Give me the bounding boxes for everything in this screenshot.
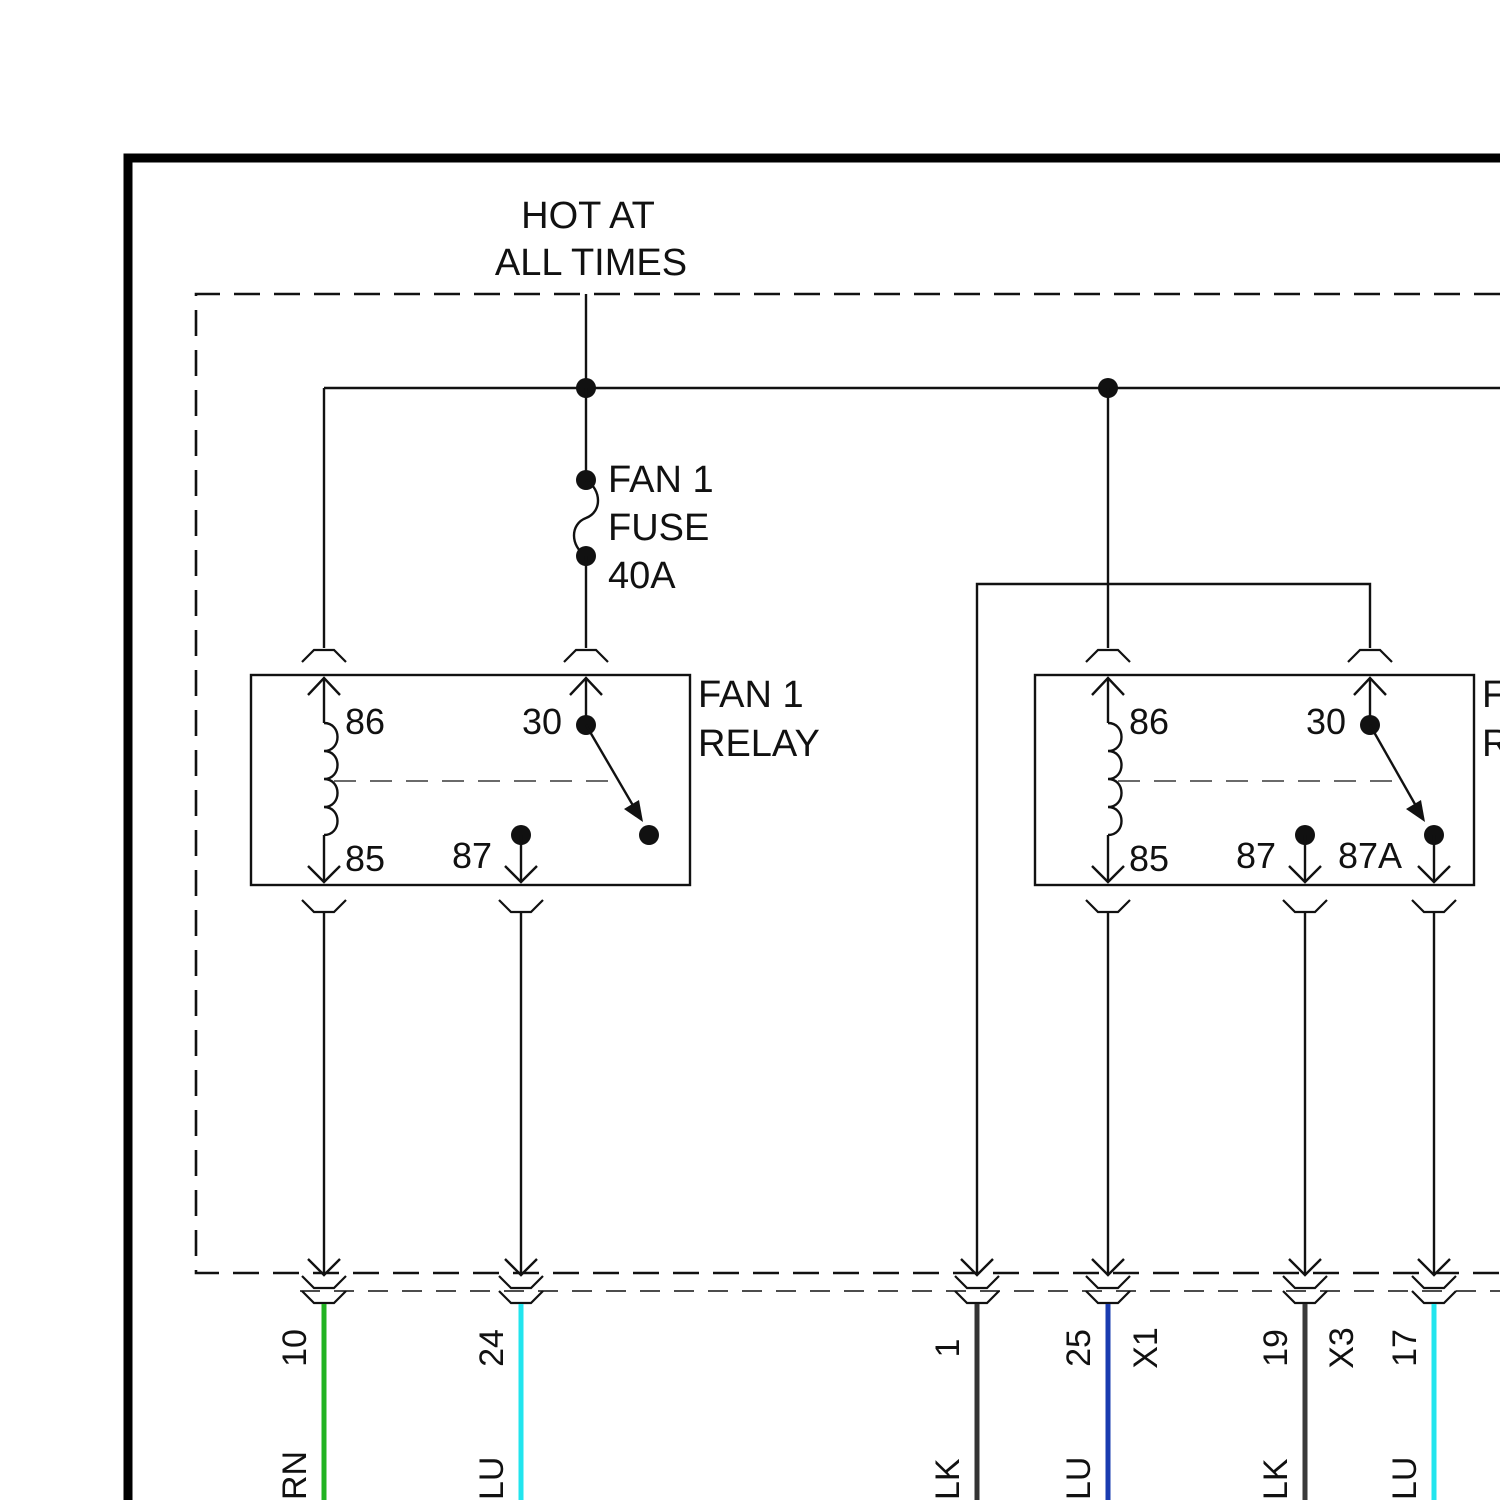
relay2-pin-30: 30 xyxy=(1306,701,1346,742)
relay2-pin-86: 86 xyxy=(1129,701,1169,742)
outer-frame xyxy=(128,158,1500,1500)
connector-x1-label: X1 xyxy=(1127,1327,1165,1369)
connector-x3-label: X3 xyxy=(1323,1327,1361,1369)
terminal-connector xyxy=(955,1276,999,1288)
relay1-pin-86: 86 xyxy=(345,701,385,742)
wire-pin-number: 1 xyxy=(929,1339,967,1358)
wire-pin-number: 19 xyxy=(1257,1329,1295,1367)
relay2-87-connector xyxy=(1283,900,1327,912)
harness-connector xyxy=(302,1291,346,1303)
relay1-87-connector xyxy=(499,900,543,912)
relay1-87-contact xyxy=(639,825,659,845)
fan2-relay-label-line1: F xyxy=(1482,674,1500,716)
wire-pin-number: 24 xyxy=(473,1329,511,1367)
terminal-connector xyxy=(302,1276,346,1288)
harness-connector xyxy=(1412,1291,1456,1303)
relay2-pin-87: 87 xyxy=(1236,835,1276,876)
wire-color-code: LU xyxy=(1386,1457,1424,1500)
relay2-pin-87a: 87A xyxy=(1338,835,1402,876)
relay1-86-connector xyxy=(302,650,346,662)
harness-connector xyxy=(1283,1291,1327,1303)
fuse-label-line3: 40A xyxy=(608,555,676,597)
wire-pin-number: 25 xyxy=(1060,1329,1098,1367)
wire-color-code: LK xyxy=(929,1458,967,1500)
fan1-relay-label-line2: RELAY xyxy=(698,723,820,765)
relay2-85-connector xyxy=(1086,900,1130,912)
relay1-pin-87: 87 xyxy=(452,835,492,876)
terminal-connector xyxy=(1283,1276,1327,1288)
relay1-pin-30: 30 xyxy=(522,701,562,742)
relay2-30-connector xyxy=(1348,650,1392,662)
relay2-87a-connector xyxy=(1412,900,1456,912)
connector-terminals xyxy=(302,1259,1456,1303)
harness-connector xyxy=(499,1291,543,1303)
relay2-pin-85: 85 xyxy=(1129,838,1169,879)
supply-label-line1: HOT AT xyxy=(521,195,655,237)
relay1-pin-85: 85 xyxy=(345,838,385,879)
terminal-connector xyxy=(1086,1276,1130,1288)
relay1-30-connector xyxy=(564,650,608,662)
relay1-switch-arm xyxy=(586,725,638,814)
relay2-switch-arm xyxy=(1370,725,1420,813)
supply-label-line2: ALL TIMES xyxy=(495,242,687,284)
wire-color-code: LK xyxy=(1257,1458,1295,1500)
fan1-relay-label-line1: FAN 1 xyxy=(698,674,804,716)
fan2-relay-label-line2: R xyxy=(1482,723,1500,765)
fuse-label-line2: FUSE xyxy=(608,507,709,549)
relay1-switch-arrowhead xyxy=(624,800,643,822)
harness-connector xyxy=(955,1291,999,1303)
terminal-connector xyxy=(499,1276,543,1288)
wire-color-code: LU xyxy=(473,1457,511,1500)
relay1-85-connector xyxy=(302,900,346,912)
relay1-coil xyxy=(324,723,338,835)
harness-connector xyxy=(1086,1291,1130,1303)
fuse-symbol xyxy=(574,480,598,556)
relay2-86-connector xyxy=(1086,650,1130,662)
fuse-label-line1: FAN 1 xyxy=(608,459,714,501)
relay2-coil xyxy=(1108,723,1122,835)
wire-pin-number: 10 xyxy=(276,1329,314,1367)
terminal-connector xyxy=(1412,1276,1456,1288)
wire-color-code: RN xyxy=(276,1451,314,1500)
wire-pin-number: 17 xyxy=(1386,1329,1424,1367)
wire-color-code: LU xyxy=(1060,1457,1098,1500)
